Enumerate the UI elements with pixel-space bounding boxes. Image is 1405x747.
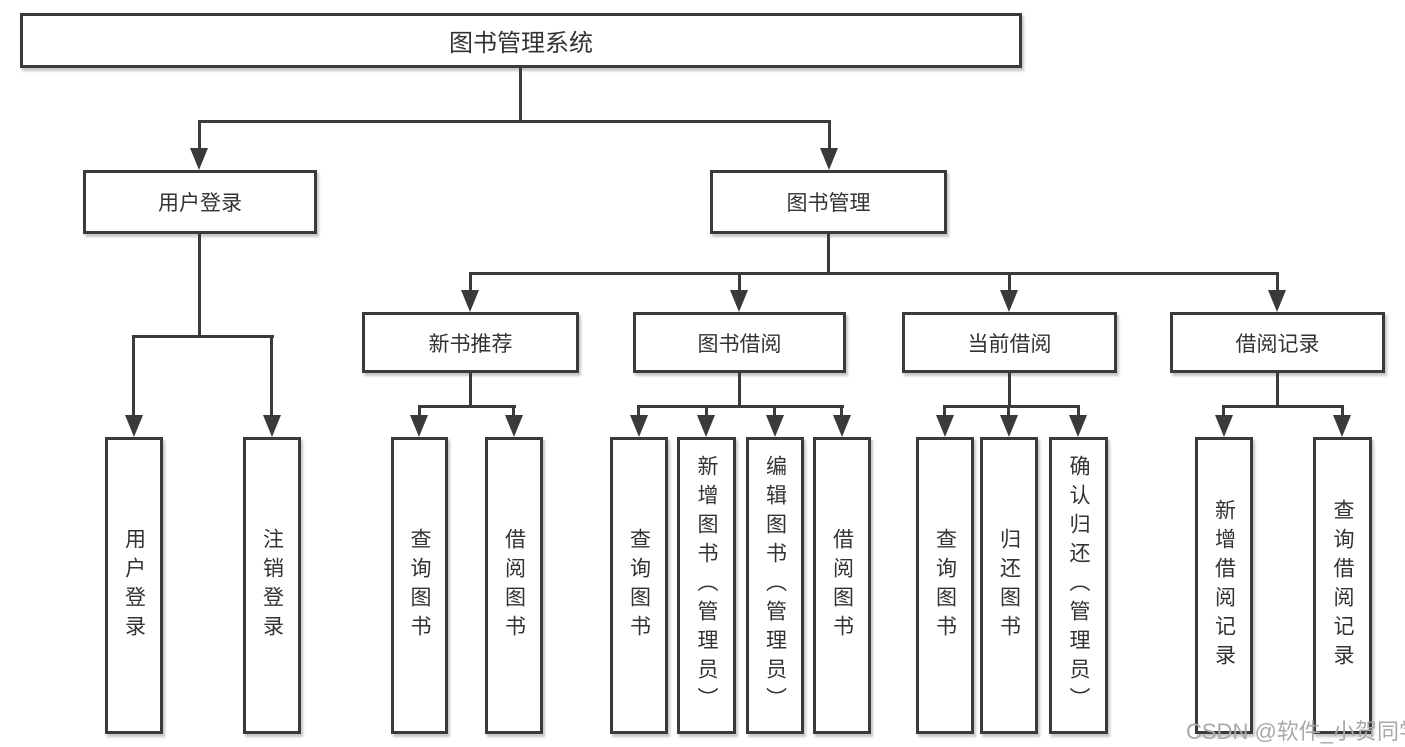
node-label: 当前借阅 — [967, 332, 1052, 356]
arrow-down-icon — [766, 415, 784, 437]
connector-stem-book-mgmt — [828, 120, 831, 150]
arrow-down-icon — [190, 148, 208, 170]
leaf-user-login: 用户登录 — [105, 437, 163, 734]
node-label: 图书借阅 — [697, 332, 782, 356]
arrow-down-icon — [1215, 415, 1233, 437]
leaf-label: 借阅图书 — [502, 527, 526, 644]
leaf-confirm-return-admin: 确认归还（管理员） — [1049, 437, 1108, 734]
leaf-label: 确认归还（管理员） — [1067, 455, 1091, 716]
leaf-add-books-admin: 新增图书（管理员） — [677, 437, 736, 734]
connector-stem-leaf — [840, 405, 843, 417]
arrow-down-icon — [505, 415, 523, 437]
connector-level2-rail — [198, 120, 831, 123]
connector-records-stem — [1276, 373, 1279, 405]
leaf-edit-books-admin: 编辑图书（管理员） — [746, 437, 804, 734]
connector-stem-borrow-records — [1276, 272, 1279, 292]
connector-stem-current-borrow — [1008, 272, 1011, 292]
connector-stem-book-borrow — [738, 272, 741, 292]
csdn-watermark: CSDN @软件_小贺同学 — [1186, 719, 1405, 744]
node-new-book-recommend: 新书推荐 — [362, 312, 579, 373]
connector-new-book-stem — [469, 373, 472, 405]
connector-stem-leaf — [773, 405, 776, 417]
connector-stem-leaf — [705, 405, 708, 417]
leaf-label: 用户登录 — [122, 527, 146, 644]
connector-records-rail — [1222, 405, 1344, 408]
leaf-query-books-recommend: 查询图书 — [391, 437, 448, 734]
arrow-down-icon — [1268, 290, 1286, 312]
arrow-down-icon — [730, 290, 748, 312]
connector-stem-leaf — [418, 405, 421, 417]
connector-stem-user-login — [198, 120, 201, 150]
connector-stem-leaf — [1222, 405, 1225, 417]
connector-stem-leaf — [270, 335, 273, 417]
node-current-borrowing: 当前借阅 — [902, 312, 1117, 373]
arrow-down-icon — [936, 415, 954, 437]
connector-user-login-stem — [198, 234, 201, 335]
node-label: 借阅记录 — [1235, 332, 1320, 356]
node-book-management: 图书管理 — [710, 170, 947, 234]
arrow-down-icon — [833, 415, 851, 437]
connector-stem-leaf — [637, 405, 640, 417]
leaf-borrow-books-recommend: 借阅图书 — [485, 437, 543, 734]
node-label: 图书管理系统 — [449, 30, 593, 57]
arrow-down-icon — [410, 415, 428, 437]
leaf-label: 查询图书 — [627, 527, 651, 644]
arrow-down-icon — [820, 148, 838, 170]
arrow-down-icon — [697, 415, 715, 437]
arrow-down-icon — [461, 290, 479, 312]
connector-stem-leaf — [1007, 405, 1010, 417]
connector-current-borrow-rail — [943, 405, 1080, 408]
leaf-return-books: 归还图书 — [980, 437, 1038, 734]
connector-level3-rail — [469, 272, 1279, 275]
leaf-label: 查询图书 — [408, 527, 432, 644]
node-label: 用户登录 — [158, 192, 242, 215]
connector-book-borrow-stem — [738, 373, 741, 405]
connector-stem-leaf — [132, 335, 135, 417]
leaf-label: 编辑图书（管理员） — [763, 455, 787, 716]
node-label: 图书管理 — [786, 192, 871, 215]
leaf-logout: 注销登录 — [243, 437, 301, 734]
node-book-borrowing: 图书借阅 — [633, 312, 846, 373]
connector-book-mgmt-stem — [827, 234, 830, 272]
connector-stem-leaf — [1077, 405, 1080, 417]
connector-root-stem — [519, 68, 522, 120]
node-borrowing-records: 借阅记录 — [1170, 312, 1385, 373]
connector-user-login-rail — [133, 335, 274, 338]
leaf-query-borrow-record: 查询借阅记录 — [1313, 437, 1372, 734]
leaf-label: 查询借阅记录 — [1331, 498, 1355, 673]
connector-stem-leaf — [1341, 405, 1344, 417]
node-label: 新书推荐 — [428, 332, 513, 356]
connector-new-book-rail — [418, 405, 516, 408]
arrow-down-icon — [1000, 415, 1018, 437]
leaf-add-borrow-record: 新增借阅记录 — [1195, 437, 1253, 734]
arrow-down-icon — [263, 415, 281, 437]
leaf-query-books-borrowing: 查询图书 — [610, 437, 668, 734]
leaf-label: 注销登录 — [260, 527, 284, 644]
arrow-down-icon — [630, 415, 648, 437]
leaf-label: 借阅图书 — [830, 527, 854, 644]
connector-book-borrow-rail — [637, 405, 844, 408]
leaf-label: 归还图书 — [997, 527, 1021, 644]
connector-stem-new-book — [469, 272, 472, 292]
leaf-label: 新增借阅记录 — [1212, 498, 1236, 673]
connector-current-borrow-stem — [1008, 373, 1011, 406]
arrow-down-icon — [1333, 415, 1351, 437]
leaf-label: 新增图书（管理员） — [695, 455, 719, 716]
node-library-system: 图书管理系统 — [20, 13, 1022, 68]
arrow-down-icon — [125, 415, 143, 437]
arrow-down-icon — [1069, 415, 1087, 437]
leaf-query-books-current: 查询图书 — [916, 437, 974, 734]
node-user-login: 用户登录 — [83, 170, 317, 234]
leaf-label: 查询图书 — [933, 527, 957, 644]
connector-stem-leaf — [512, 405, 515, 417]
connector-stem-leaf — [943, 405, 946, 417]
leaf-borrow-books: 借阅图书 — [813, 437, 871, 734]
arrow-down-icon — [1000, 290, 1018, 312]
